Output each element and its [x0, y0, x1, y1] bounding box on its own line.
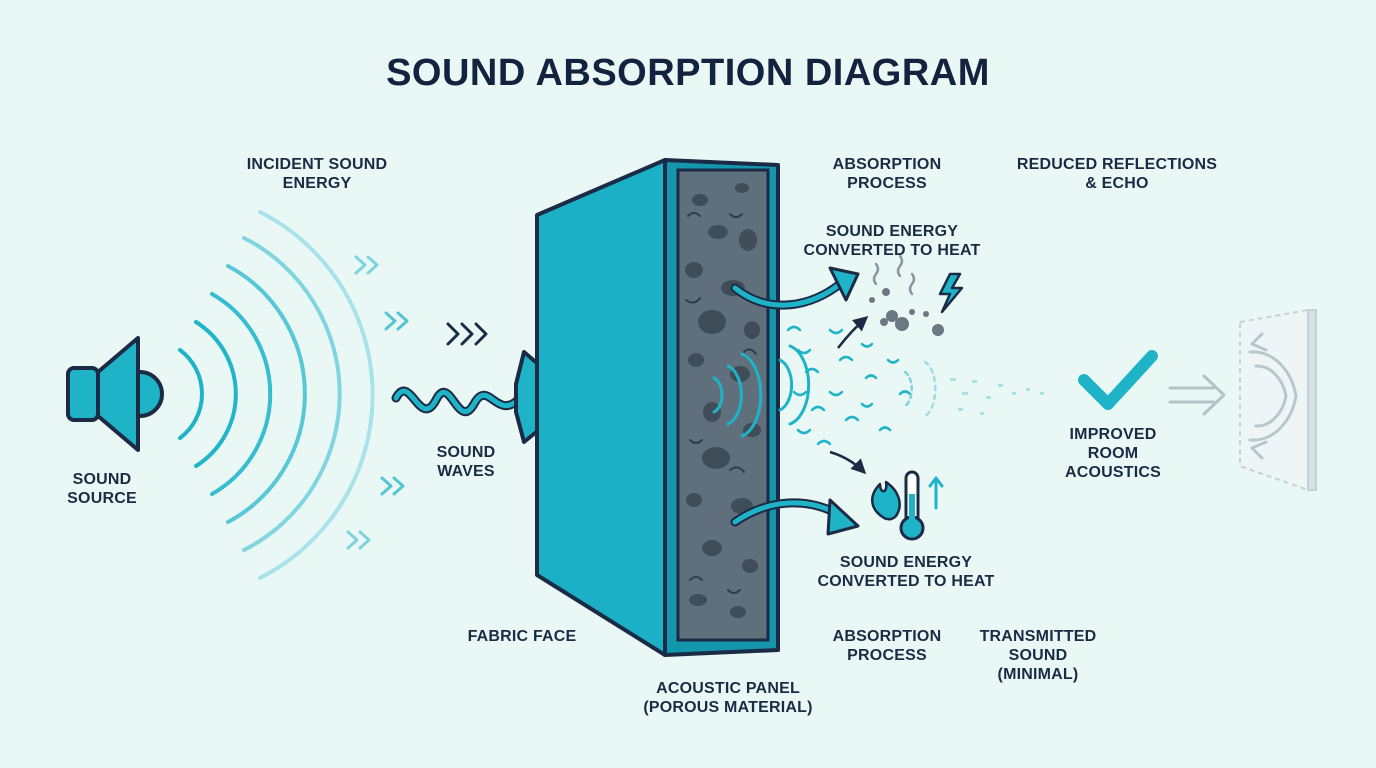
lightning-icon — [938, 272, 964, 314]
label-absorption-process-bottom: ABSORPTION PROCESS — [832, 628, 942, 664]
label-absorption-process-top: ABSORPTION PROCESS — [832, 156, 942, 192]
label-incident-sound-energy: INCIDENT SOUND ENERGY — [246, 156, 388, 192]
checkmark-icon — [1078, 350, 1158, 410]
internal-waves — [712, 352, 763, 438]
small-arrow-down — [829, 450, 867, 475]
page-title: SOUND ABSORPTION DIAGRAM — [386, 52, 990, 94]
label-improved-room-acoustics: IMPROVED ROOM ACOUSTICS — [1064, 426, 1162, 481]
label-transmitted-sound: TRANSMITTED SOUND (MINIMAL) — [979, 628, 1097, 683]
label-heat-bottom: SOUND ENERGY CONVERTED TO HEAT — [817, 554, 995, 590]
flame-icon — [871, 480, 901, 521]
incident-chevrons — [346, 255, 488, 550]
label-acoustic-panel: ACOUSTIC PANEL (POROUS MATERIAL) — [643, 680, 813, 716]
heat-puffs — [869, 254, 944, 336]
reflecting-wall-icon — [1239, 308, 1317, 492]
heat-arrow-top — [730, 266, 860, 310]
heat-arrow-bottom — [730, 498, 860, 536]
acoustic-panel — [535, 158, 780, 657]
speaker-icon — [66, 336, 164, 452]
label-sound-source: SOUND SOURCE — [67, 471, 137, 507]
thermometer-icon — [899, 470, 944, 541]
label-sound-waves: SOUND WAVES — [436, 444, 496, 480]
label-fabric-face: FABRIC FACE — [467, 628, 577, 645]
label-reduced-reflections: REDUCED REFLECTIONS & ECHO — [1016, 156, 1218, 192]
outgoing-arrow — [1168, 374, 1226, 416]
absorption-fragments — [778, 325, 912, 446]
label-heat-top: SOUND ENERGY CONVERTED TO HEAT — [803, 223, 981, 259]
fading-waves — [903, 360, 1044, 418]
incident-sound-waves — [178, 210, 375, 580]
small-arrow-up — [837, 316, 869, 349]
